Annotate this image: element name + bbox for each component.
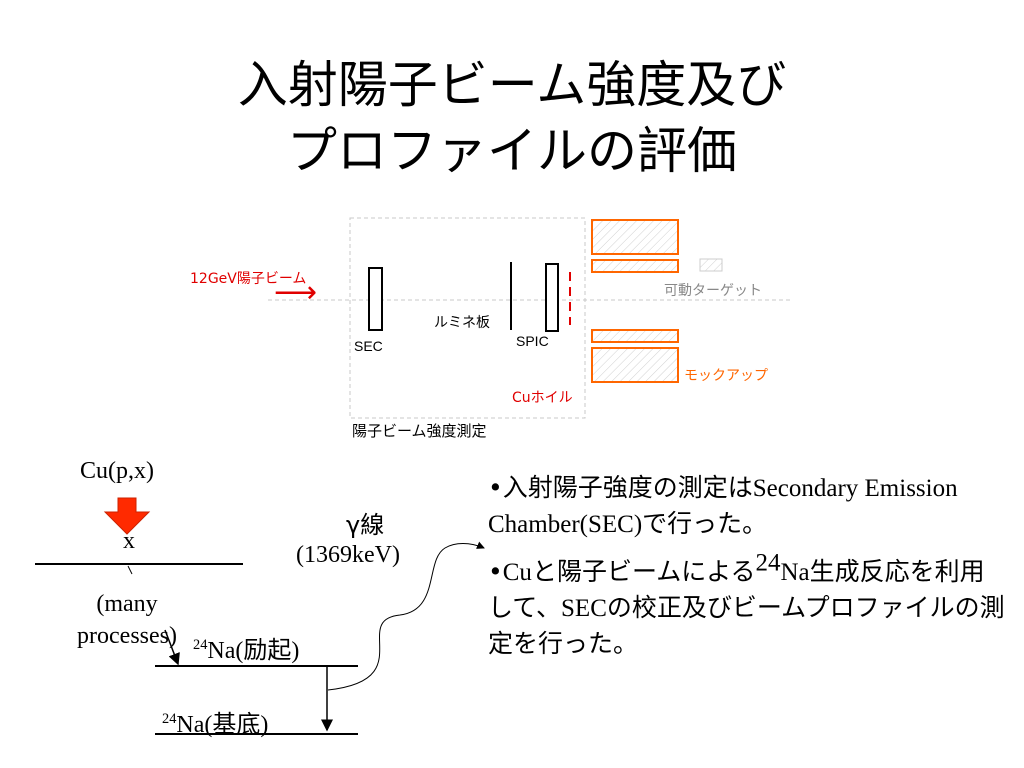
bullet-superscript: 24 [755,549,781,577]
beam-arrow: ⟶ [274,275,318,310]
reaction-label: Cu(p,x) [80,458,154,484]
bullet-text: 生成反応を利用して、 [488,557,985,622]
excited-state-label: 24Na(励起) [193,634,303,668]
bullet-text-latin: Cu [502,559,532,586]
bullet-item-sec: •入射陽子強度の測定はSecondary Emission Chamber(SE… [488,470,1008,542]
spic-chamber [545,263,559,332]
bullet-text-latin: SEC [561,595,607,622]
mockup-upper-plate [591,259,679,273]
bullet-text: と陽子ビームによる [531,557,756,586]
measurement-frame [349,217,586,419]
decay-arrow [164,629,180,666]
many-processes-tick [127,565,133,575]
sec-chamber [368,267,383,331]
sec-label: SEC [354,338,383,354]
page-title-line2: プロファイルの評価 [287,122,737,180]
cu-foil-label: Cuホイル [512,390,573,406]
ground-mass-number: 24 [162,711,177,727]
many-processes-label: (many processes) [77,591,177,649]
mockup-lower-block [591,347,679,383]
bullet-item-na24: •Cuと陽子ビームによる24Na生成反応を利用して、SECの校正及びビームプロフ… [488,551,1008,661]
bullet-list: •入射陽子強度の測定はSecondary Emission Chamber(SE… [488,470,1008,673]
spic-label: SPIC [516,333,549,349]
movable-target-label: 可動ターゲット [664,283,762,299]
ground-state-label: 24Na(基底) [162,704,268,739]
page-title: 入射陽子ビーム強度及び プロファイルの評価 [0,52,1024,184]
gamma-energy-label: (1369keV) [296,542,400,568]
mockup-upper-block [591,219,679,255]
bullet-text: で行った。 [642,509,768,538]
product-label: x [123,528,135,554]
excited-state-text: Na(励起) [207,638,300,664]
ground-state-text: Na(基底) [176,712,269,738]
page-title-line1: 入射陽子ビーム強度及び [237,56,787,114]
diagram-caption: 陽子ビーム強度測定 [352,422,487,440]
bullet-text-latin: Secondary Emission Chamber(SEC) [488,475,958,538]
beam-label: 12GeV陽子ビーム [190,271,307,287]
mockup-label: モックアップ [684,368,768,384]
excited-mass-number: 24 [193,637,208,653]
screen-label: ルミネ板 [434,315,490,331]
bullet-marker: • [488,557,503,586]
bullet-text-latin: Na [780,559,810,586]
gamma-label: γ線 [346,511,385,539]
gamma-curve [327,541,485,691]
reaction-arrow [103,497,151,535]
movable-target [699,258,723,272]
bullet-marker: • [488,473,503,502]
bullet-text: の校正及びビームプロファイルの測定を行った。 [488,593,1005,658]
bullet-text: 入射陽子強度の測定は [502,473,753,502]
mockup-lower-plate [591,329,679,343]
